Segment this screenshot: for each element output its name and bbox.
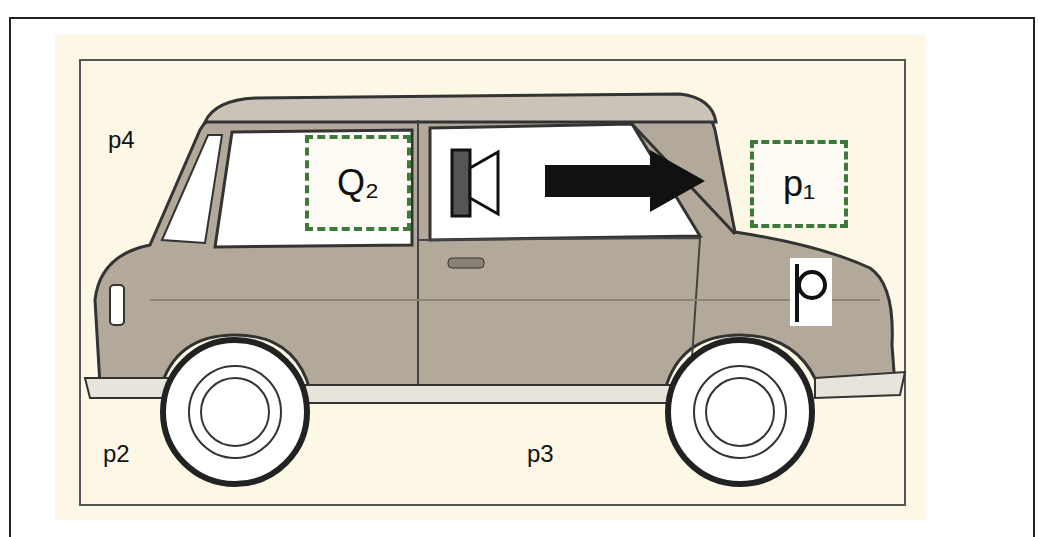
door-handle: [448, 258, 484, 268]
point-label: p2: [103, 440, 130, 468]
rear-window: [162, 135, 222, 243]
inner-frame: [80, 60, 905, 505]
car-roof: [205, 94, 716, 122]
speaker-symbol: [452, 150, 498, 216]
point-label: p3: [527, 440, 554, 468]
region-label: Q₂: [337, 162, 379, 204]
sound-arrow: [545, 150, 705, 212]
dashed-region-box: p₁: [750, 140, 848, 228]
microphone-symbol: [790, 258, 832, 326]
front-wheel: [668, 340, 812, 484]
rear-wheel: [163, 340, 307, 484]
side-window: [215, 130, 412, 247]
dashed-region-box: Q₂: [305, 135, 411, 231]
panel-background: [55, 35, 925, 520]
outer-frame: [10, 18, 1034, 537]
body-crease: [150, 299, 880, 301]
side-sill: [305, 385, 670, 403]
tail-light: [110, 285, 124, 325]
region-label: p₁: [783, 163, 815, 205]
point-label: p4: [108, 126, 135, 154]
front-bumper: [815, 372, 905, 398]
